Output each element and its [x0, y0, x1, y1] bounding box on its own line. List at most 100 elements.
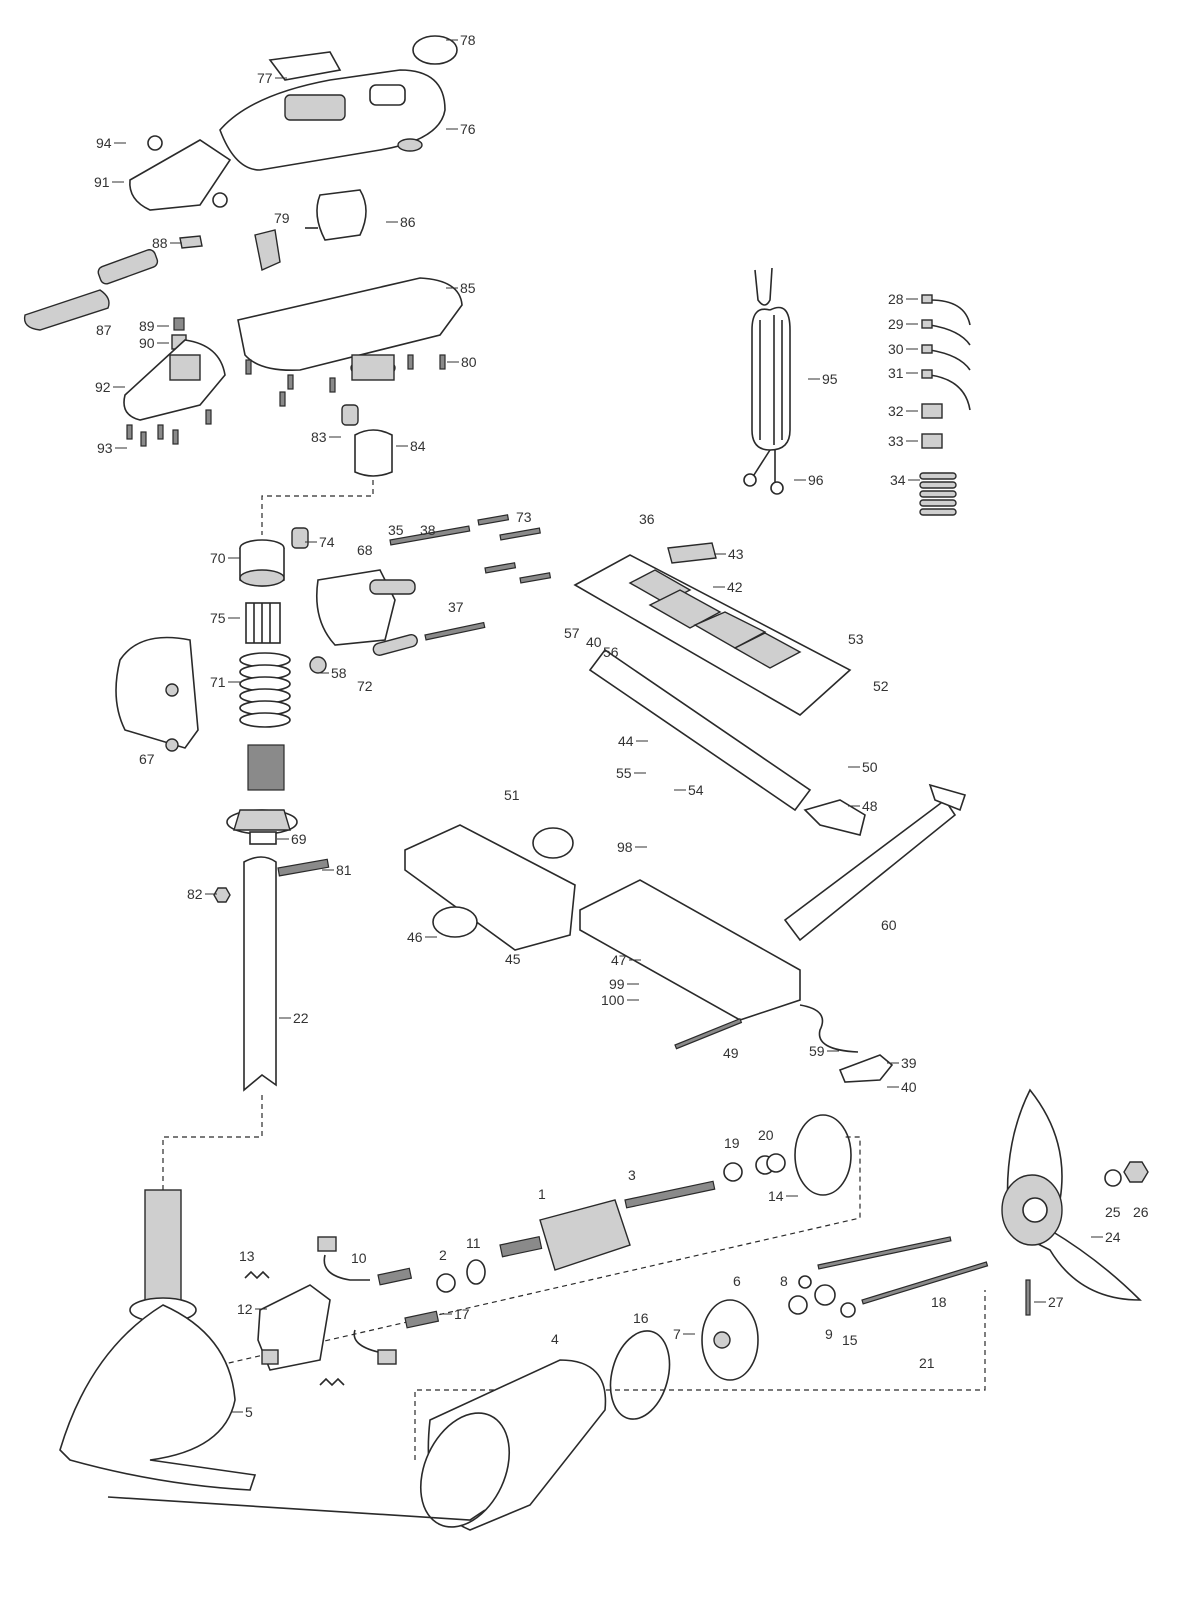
part-59-cable — [799, 1004, 859, 1053]
part-label-4: 4 — [551, 1331, 559, 1347]
part-83-knob — [341, 404, 359, 426]
screws — [126, 354, 446, 447]
part-label-10: 10 — [351, 1250, 367, 1266]
part-label-55: 55 — [616, 765, 632, 781]
part-label-70: 70 — [210, 550, 226, 566]
part-oval-pad — [532, 827, 574, 859]
part-label-49: 49 — [723, 1045, 739, 1061]
part-label-1: 1 — [538, 1186, 546, 1202]
part-91-handle-cover — [129, 139, 232, 211]
part-label-96: 96 — [808, 472, 824, 488]
part-label-95: 95 — [822, 371, 838, 387]
part-1-armature — [499, 1180, 716, 1271]
part-label-21: 21 — [919, 1355, 935, 1371]
part-label-54: 54 — [688, 782, 704, 798]
parts-28-31-jumper-wires — [921, 294, 971, 411]
part-label-43: 43 — [728, 546, 744, 562]
part-5-lower-unit — [59, 1189, 257, 1491]
part-14-o-ring — [794, 1114, 852, 1196]
part-label-9: 9 — [825, 1326, 833, 1342]
part-58-clip — [309, 656, 327, 674]
part-label-67: 67 — [139, 751, 155, 767]
part-label-52: 52 — [873, 678, 889, 694]
part-label-18: 18 — [931, 1294, 947, 1310]
part-label-14: 14 — [768, 1188, 784, 1204]
part-label-88: 88 — [152, 235, 168, 251]
part-label-27: 27 — [1048, 1294, 1064, 1310]
part-label-100: 100 — [601, 992, 625, 1008]
part-label-45: 45 — [505, 951, 521, 967]
part-39-latch — [838, 1054, 894, 1083]
part-label-73: 73 — [516, 509, 532, 525]
dashed-guide-tube — [414, 1290, 986, 1460]
part-label-40: 40 — [586, 634, 602, 650]
part-84-collar — [354, 429, 393, 477]
dashed-guide-motor — [219, 1136, 861, 1366]
part-label-33: 33 — [888, 433, 904, 449]
part-4-motor-housing — [419, 1359, 607, 1531]
part-label-15: 15 — [842, 1332, 858, 1348]
part-label-90: 90 — [139, 335, 155, 351]
part-label-59: 59 — [809, 1043, 825, 1059]
part-label-2: 2 — [439, 1247, 447, 1263]
part-label-68: 68 — [357, 542, 373, 558]
part-16-o-ring — [609, 1330, 671, 1420]
part-label-46: 46 — [407, 929, 423, 945]
part-78-decal-oval — [412, 35, 458, 65]
part-47-base-plate — [579, 879, 801, 1021]
part-label-35: 35 — [388, 522, 404, 538]
part-label-85: 85 — [460, 280, 476, 296]
part-label-47: 47 — [611, 952, 627, 968]
brushes-10-13 — [244, 1236, 397, 1387]
part-70-collar — [239, 539, 285, 587]
part-label-44: 44 — [618, 733, 634, 749]
part-46-pad-oval — [432, 906, 478, 938]
dashed-guide-shaft-lower — [162, 1095, 263, 1190]
part-label-16: 16 — [633, 1310, 649, 1326]
part-81-screw — [277, 858, 330, 877]
part-label-94: 94 — [96, 135, 112, 151]
part-label-78: 78 — [460, 32, 476, 48]
part-label-20: 20 — [758, 1127, 774, 1143]
part-label-74: 74 — [319, 534, 335, 550]
part-60-strap — [783, 783, 967, 942]
part-label-11: 11 — [466, 1235, 481, 1251]
part-6-end-cap — [701, 1299, 759, 1381]
part-85-lower-housing — [237, 277, 463, 381]
part-label-3: 3 — [628, 1167, 636, 1183]
part-label-34: 34 — [890, 472, 906, 488]
part-77-decal — [268, 51, 342, 81]
part-label-13: 13 — [239, 1248, 255, 1264]
part-68-tilt-bracket — [315, 569, 416, 646]
part-22-shaft — [243, 856, 277, 1092]
part-87-tiller-handle — [23, 249, 159, 331]
part-label-69: 69 — [291, 831, 307, 847]
part-27-pin — [1025, 1279, 1031, 1316]
part-44-lower-rail — [588, 648, 812, 812]
part-label-86: 86 — [400, 214, 416, 230]
part-71-spring — [239, 652, 291, 728]
part-label-36: 36 — [639, 511, 655, 527]
part-95-power-cable — [751, 267, 791, 451]
bearings-8-9-15 — [788, 1275, 856, 1318]
part-label-39: 39 — [901, 1055, 917, 1071]
washers-19-20 — [723, 1153, 786, 1182]
part-label-77: 77 — [257, 70, 273, 86]
part-94-clip — [147, 135, 163, 151]
part-label-8: 8 — [780, 1273, 788, 1289]
part-79-switch — [254, 229, 281, 271]
part-label-32: 32 — [888, 403, 904, 419]
part-label-72: 72 — [357, 678, 373, 694]
part-label-79: 79 — [274, 210, 290, 226]
part-92-handle-base — [123, 339, 226, 421]
part-label-84: 84 — [410, 438, 426, 454]
part-label-7: 7 — [673, 1326, 681, 1342]
part-label-53: 53 — [848, 631, 864, 647]
part-spline-lower — [247, 744, 285, 791]
part-74-knob — [291, 527, 309, 549]
part-24-propeller — [1001, 1088, 1142, 1301]
part-label-80: 80 — [461, 354, 477, 370]
part-75-spline — [245, 602, 281, 644]
part-label-60: 60 — [881, 917, 897, 933]
